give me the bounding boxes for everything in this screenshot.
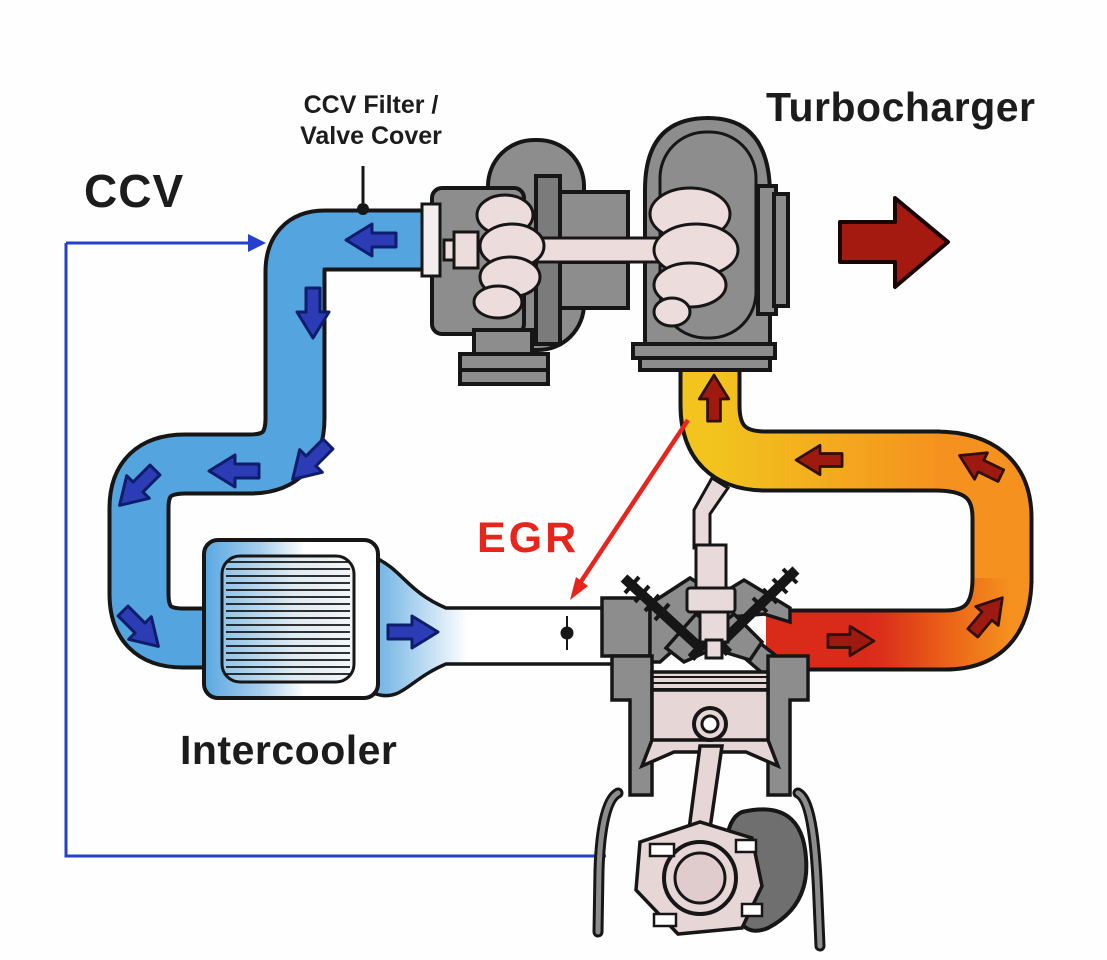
piston-skirt <box>638 738 782 770</box>
ccv-filter-label: CCV Filter / Valve Cover <box>286 90 456 152</box>
intake-runner <box>600 596 652 658</box>
compressor-inlet-ring <box>420 202 442 278</box>
egr-injection-point <box>560 616 574 650</box>
ccv-filter-label-line1: CCV Filter / <box>303 91 439 119</box>
intercooler-fins <box>226 561 350 675</box>
turbocharger-label: Turbocharger <box>766 84 1036 130</box>
intercooler <box>202 538 380 700</box>
egr-pointer-arrow <box>570 418 690 600</box>
ccv-return-line <box>64 241 606 858</box>
ccv-label: CCV <box>84 165 185 217</box>
turbocharger-assembly <box>420 115 790 386</box>
engine-cylinder <box>592 475 826 952</box>
compressor-wheel <box>442 193 546 320</box>
ccv-filter-label-line2: Valve Cover <box>300 122 442 150</box>
ccv-feed-arrow-icon <box>248 234 266 252</box>
intercooler-label: Intercooler <box>180 727 398 773</box>
ccv-filter-pointer <box>357 166 369 215</box>
fuel-injector <box>685 475 737 660</box>
turbine-wheel <box>648 186 740 328</box>
egr-label: EGR <box>477 514 580 562</box>
cold-intake-pipe <box>107 208 430 670</box>
exhaust-out-arrow-icon <box>838 196 950 289</box>
